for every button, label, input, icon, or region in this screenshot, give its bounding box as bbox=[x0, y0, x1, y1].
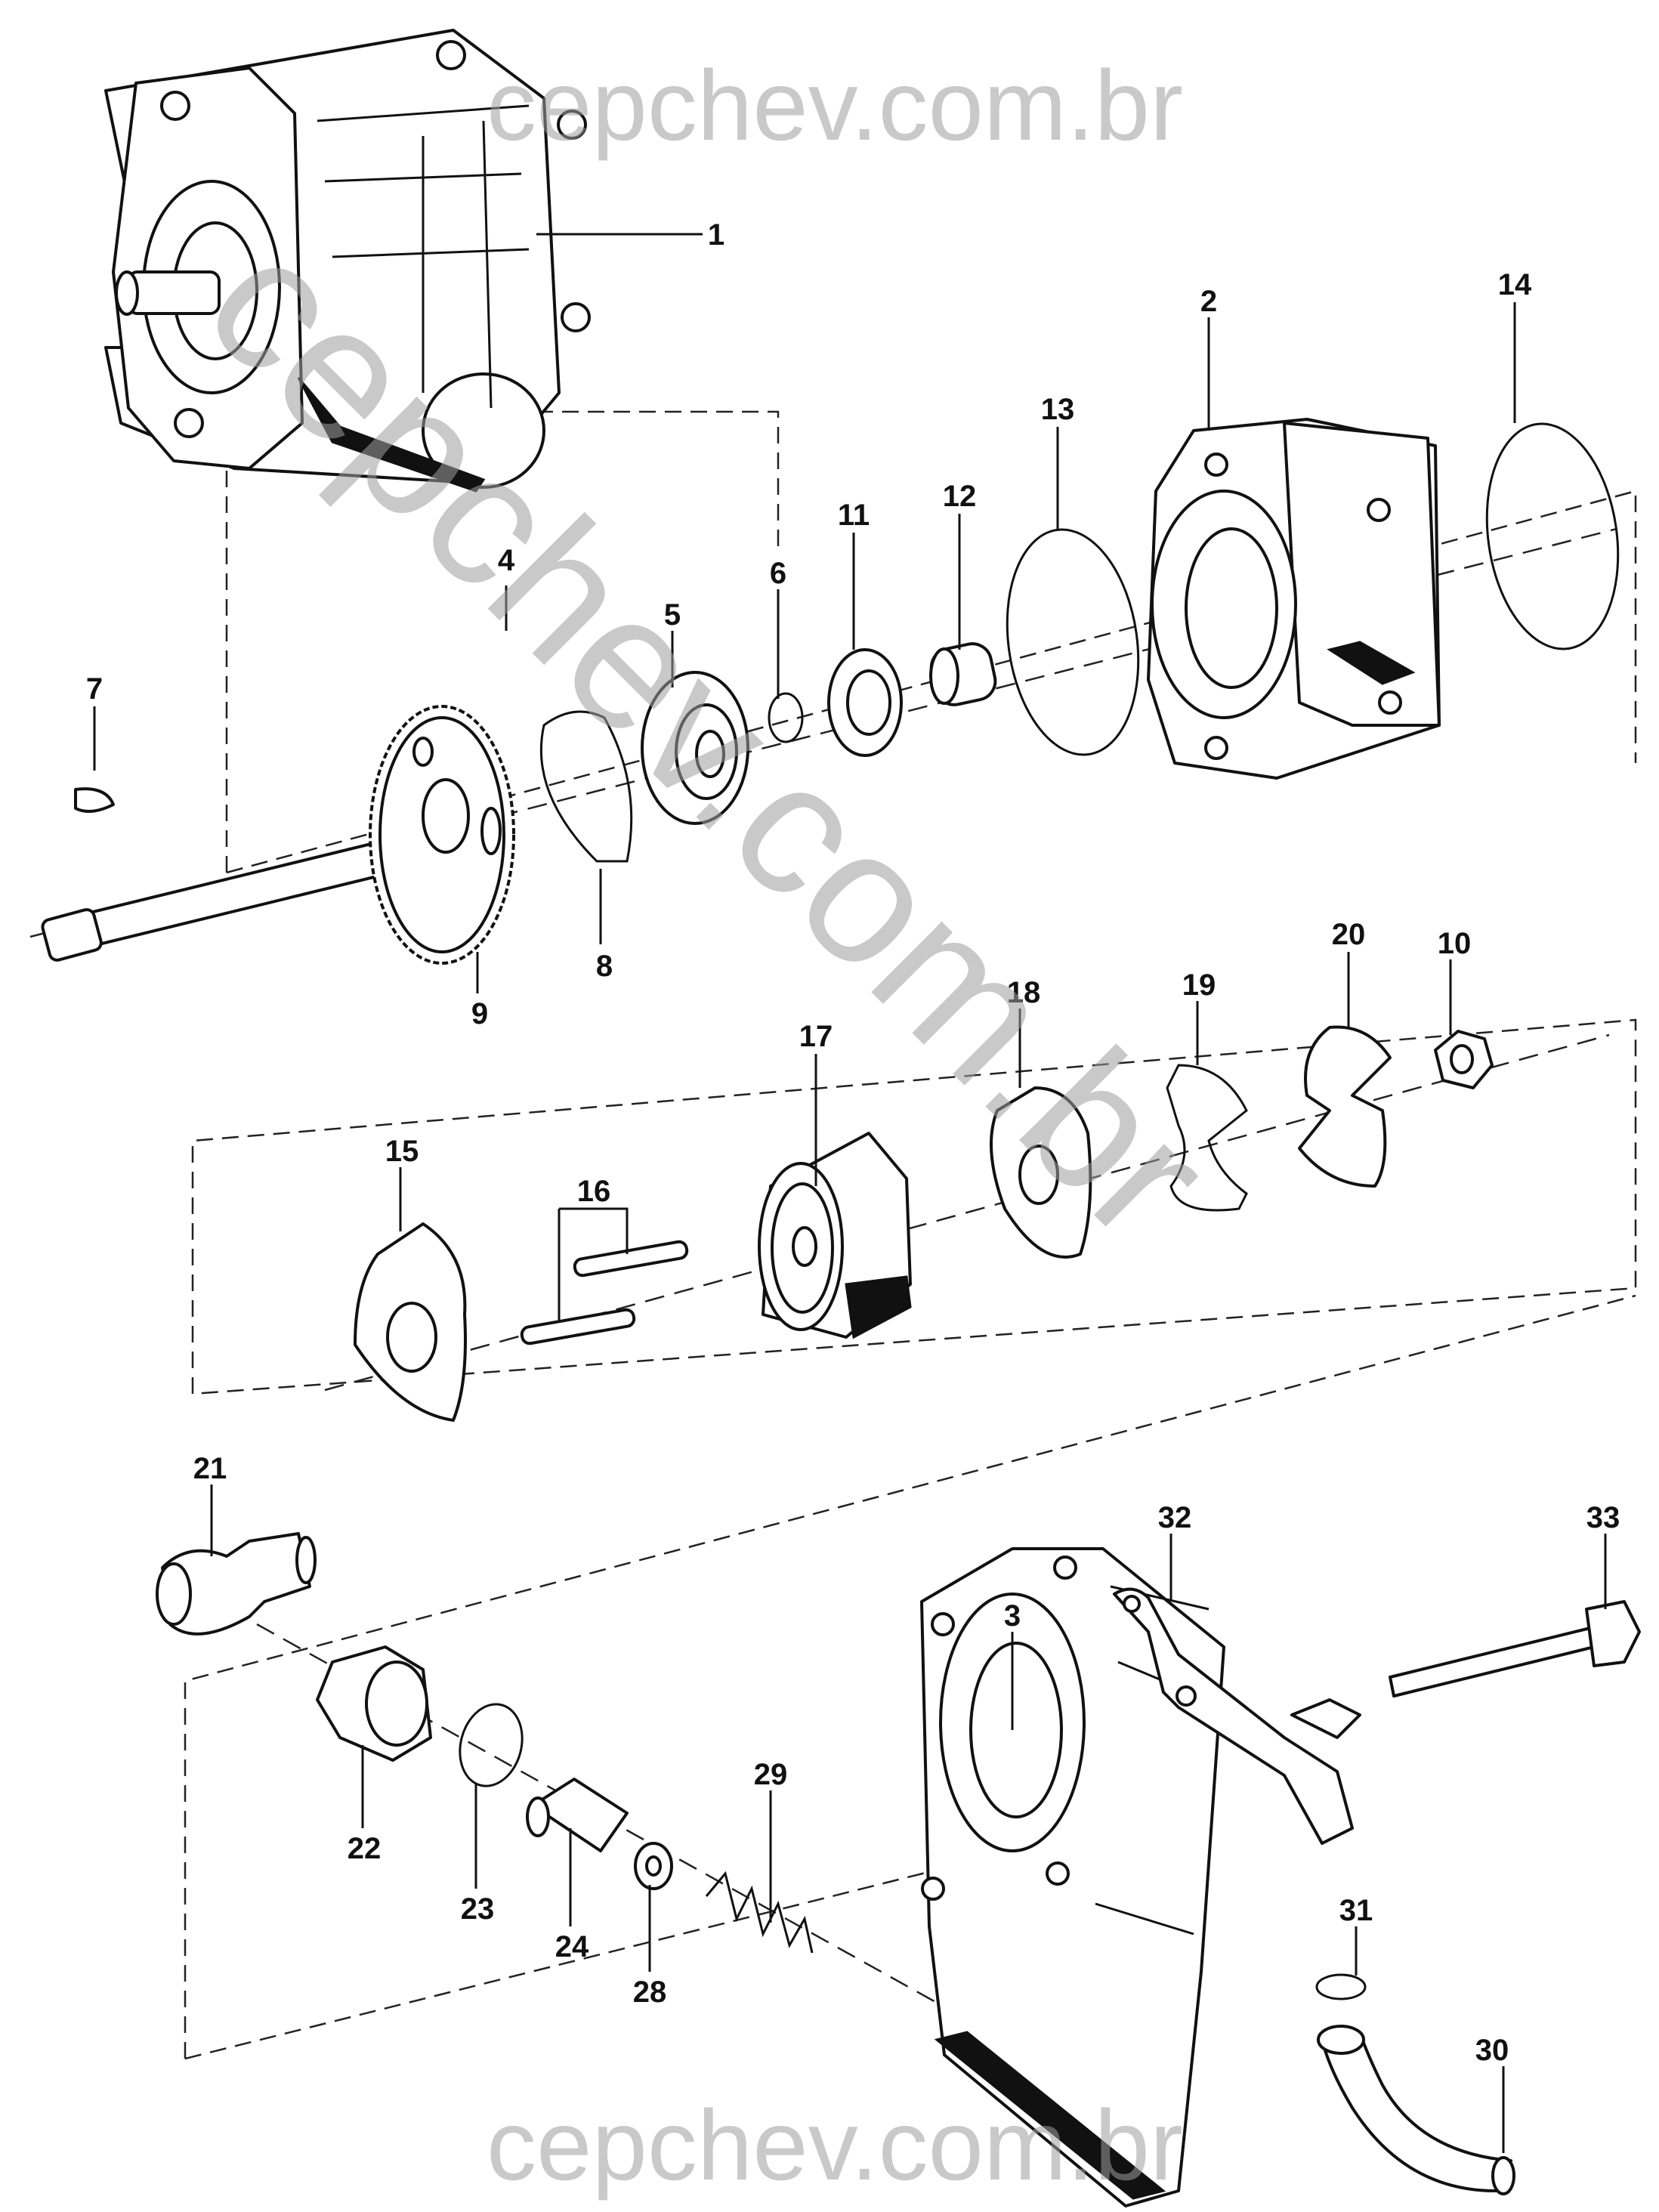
label-part-13: 13 bbox=[1041, 393, 1075, 426]
spring-plate-20 bbox=[1298, 1025, 1392, 1188]
label-part-21: 21 bbox=[193, 1452, 227, 1485]
gasket-19 bbox=[1166, 1064, 1248, 1212]
side-plate-15 bbox=[354, 1222, 467, 1422]
label-part-20: 20 bbox=[1332, 918, 1366, 951]
o-ring-14 bbox=[1485, 422, 1620, 650]
ball-bearing-5 bbox=[641, 671, 749, 825]
label-part-22: 22 bbox=[348, 1832, 382, 1865]
tube-30 bbox=[1317, 2025, 1515, 2195]
valve-24 bbox=[526, 1778, 629, 1852]
washer-28 bbox=[634, 1842, 673, 1890]
woodruff-key-7 bbox=[74, 787, 115, 813]
pins-16 bbox=[520, 1240, 689, 1345]
oil-seal-11 bbox=[827, 648, 903, 757]
box-rotor-group bbox=[191, 1018, 1637, 1395]
label-part-5: 5 bbox=[664, 598, 681, 632]
label-part-4: 4 bbox=[498, 544, 515, 577]
label-part-32: 32 bbox=[1158, 1501, 1192, 1534]
o-ring-23 bbox=[459, 1703, 524, 1787]
box-valve-group-bottom bbox=[184, 1819, 1134, 2060]
watermark-diagonal: cepchev.com.br bbox=[168, 196, 1250, 1278]
label-part-8: 8 bbox=[596, 950, 613, 983]
label-part-1: 1 bbox=[708, 218, 724, 252]
retaining-ring-6 bbox=[768, 692, 804, 743]
label-part-30: 30 bbox=[1475, 2034, 1509, 2067]
label-part-3: 3 bbox=[1004, 1599, 1021, 1633]
front-housing-2 bbox=[1147, 418, 1441, 780]
rear-housing-3 bbox=[920, 1547, 1225, 2207]
rotor-ring-17 bbox=[758, 1132, 912, 1339]
label-part-28: 28 bbox=[633, 1976, 667, 2009]
fitting-nut-22 bbox=[316, 1645, 432, 1762]
seal-ring-31 bbox=[1315, 1973, 1367, 2000]
label-part-23: 23 bbox=[461, 1892, 495, 1926]
elbow-fitting-21 bbox=[156, 1532, 317, 1636]
label-part-7: 7 bbox=[86, 672, 103, 706]
side-plate-18 bbox=[990, 1086, 1092, 1259]
nut-10 bbox=[1434, 1030, 1494, 1089]
shaft-4 bbox=[41, 831, 409, 962]
needle-bearing-12 bbox=[929, 642, 997, 706]
spring-29 bbox=[705, 1871, 814, 1954]
watermark-top: cepchev.com.br bbox=[487, 50, 1183, 161]
pump-assembly-1 bbox=[104, 29, 591, 493]
label-part-14: 14 bbox=[1498, 268, 1532, 301]
label-part-18: 18 bbox=[1007, 976, 1041, 1009]
label-part-29: 29 bbox=[754, 1758, 788, 1791]
label-part-15: 15 bbox=[385, 1135, 419, 1168]
label-part-17: 17 bbox=[799, 1020, 833, 1053]
label-part-12: 12 bbox=[943, 480, 977, 513]
part-labels: 1 2 3 4 5 6 7 8 9 10 11 12 13 14 15 16 1… bbox=[86, 218, 1620, 2067]
label-part-24: 24 bbox=[555, 1930, 589, 1963]
label-part-31: 31 bbox=[1339, 1894, 1373, 1927]
bolt-33 bbox=[1389, 1600, 1641, 1698]
snap-ring-8 bbox=[539, 710, 633, 863]
label-part-6: 6 bbox=[770, 557, 786, 590]
label-part-19: 19 bbox=[1182, 969, 1216, 1002]
label-part-9: 9 bbox=[471, 997, 488, 1030]
label-part-2: 2 bbox=[1200, 285, 1217, 318]
leader-lines bbox=[93, 233, 1607, 2153]
label-part-10: 10 bbox=[1438, 927, 1472, 960]
label-part-33: 33 bbox=[1586, 1501, 1620, 1534]
o-ring-13 bbox=[1006, 528, 1140, 756]
drive-gear-9 bbox=[369, 705, 515, 965]
label-part-11: 11 bbox=[838, 499, 870, 532]
bracket-32 bbox=[1113, 1587, 1361, 1845]
box-shaft-group bbox=[225, 410, 780, 873]
watermark-bottom: cepchev.com.br bbox=[487, 2090, 1183, 2201]
label-part-16: 16 bbox=[577, 1175, 611, 1208]
